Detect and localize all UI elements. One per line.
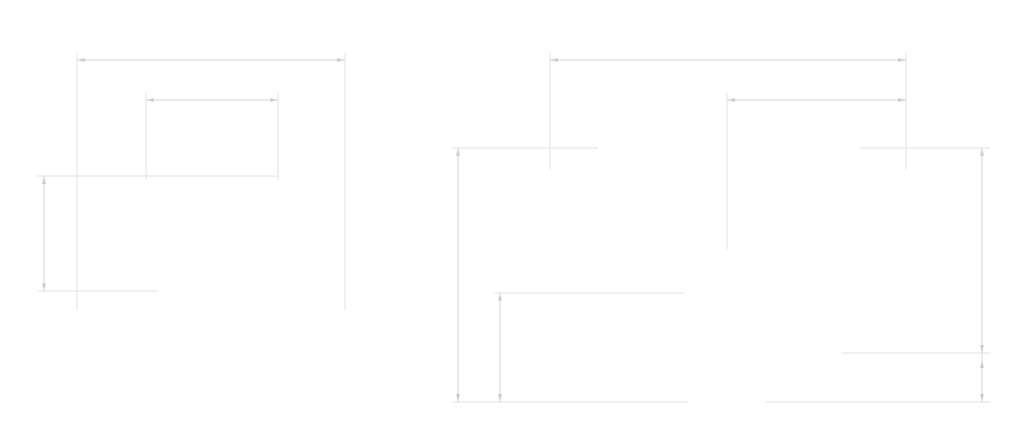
arrowhead <box>980 360 984 368</box>
arrowhead <box>980 148 984 156</box>
arrowhead <box>898 98 906 102</box>
right-figure <box>452 53 990 403</box>
arrowhead <box>456 394 460 402</box>
arrowhead <box>77 58 85 62</box>
arrowhead <box>456 148 460 156</box>
arrowhead <box>898 58 906 62</box>
arrowhead <box>980 345 984 353</box>
left-figure <box>37 53 346 310</box>
arrowhead <box>498 293 502 301</box>
right-side-height-dimension <box>980 148 984 402</box>
arrowhead <box>146 98 154 102</box>
arrowhead <box>270 98 278 102</box>
arrowhead <box>42 283 46 291</box>
right-outer-width-dimension <box>549 53 907 170</box>
arrowhead <box>498 394 502 402</box>
arrowhead <box>42 176 46 184</box>
left-inner-width-dimension <box>145 93 279 180</box>
left-height-dimension <box>37 175 278 292</box>
right-total-height-dimension <box>456 148 460 402</box>
right-lower-height-dimension <box>498 293 502 402</box>
arrowhead <box>337 58 345 62</box>
arrowhead <box>727 98 735 102</box>
left-outer-width-dimension <box>76 53 346 310</box>
right-inner-width-dimension <box>726 93 906 250</box>
arrowhead <box>980 394 984 402</box>
arrowhead <box>550 58 558 62</box>
